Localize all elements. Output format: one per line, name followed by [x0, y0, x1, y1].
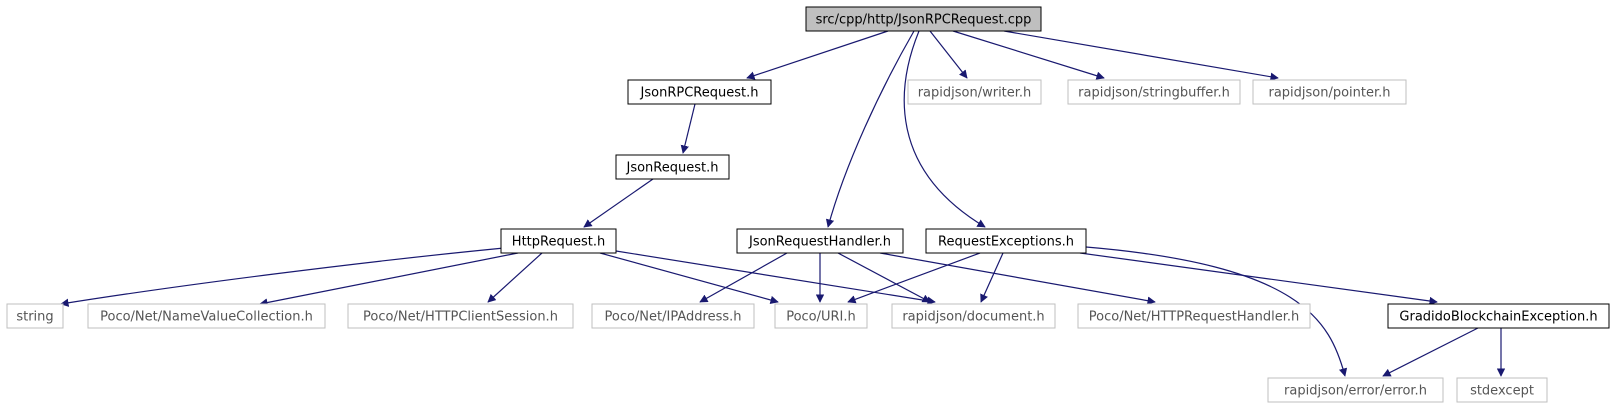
node-label: rapidjson/pointer.h	[1268, 86, 1390, 101]
edge-requestexceptions_h-to-uri_h	[847, 252, 981, 304]
node-label: HttpRequest.h	[512, 235, 605, 250]
node-document-h: rapidjson/document.h	[891, 303, 1056, 329]
node-label: rapidjson/stringbuffer.h	[1078, 86, 1230, 101]
node-pointer-h: rapidjson/pointer.h	[1252, 79, 1407, 105]
edge-root-to-requestexceptions_h	[903, 30, 986, 228]
node-jsonrequesthandler-h[interactable]: JsonRequestHandler.h	[736, 228, 904, 254]
node-box	[1267, 377, 1444, 403]
node-box	[591, 303, 755, 329]
edge-jsonrpcrequest_h-to-jsonrequest_h	[680, 103, 696, 154]
node-box	[87, 303, 326, 329]
node-box	[805, 6, 1042, 32]
edge-httprequest_h-to-document_h	[615, 250, 936, 305]
node-error-h: rapidjson/error/error.h	[1267, 377, 1444, 403]
edge-jsonrequesthandler_h-to-ipaddress_h	[699, 252, 788, 303]
node-label: Poco/Net/IPAddress.h	[605, 310, 742, 325]
edge-requestexceptions_h-to-document_h	[980, 252, 1004, 303]
node-box	[615, 154, 730, 180]
node-httpclientsession-h: Poco/Net/HTTPClientSession.h	[347, 303, 574, 329]
node-label: JsonRequestHandler.h	[748, 235, 891, 250]
node-ipaddress-h: Poco/Net/IPAddress.h	[591, 303, 755, 329]
node-gradidoblockchainexception-h[interactable]: GradidoBlockchainException.h	[1387, 303, 1610, 329]
node-writer-h: rapidjson/writer.h	[907, 79, 1042, 105]
node-jsonrequest-h[interactable]: JsonRequest.h	[615, 154, 730, 180]
node-box	[1252, 79, 1407, 105]
node-namevaluecollection-h: Poco/Net/NameValueCollection.h	[87, 303, 326, 329]
edge-root-to-writer_h	[929, 30, 968, 79]
node-httprequesthandler-h: Poco/Net/HTTPRequestHandler.h	[1077, 303, 1311, 329]
node-label: rapidjson/document.h	[902, 310, 1044, 325]
node-label: JsonRPCRequest.h	[640, 86, 759, 101]
edge-jsonrequesthandler_h-to-document_h	[837, 252, 931, 303]
node-box	[736, 228, 904, 254]
node-box	[1067, 79, 1241, 105]
node-box	[925, 228, 1087, 254]
node-httprequest-h[interactable]: HttpRequest.h	[500, 228, 617, 254]
edge-jsonrequesthandler_h-to-httprequesthandler_h	[879, 252, 1156, 305]
node-box	[500, 228, 617, 254]
node-uri-h: Poco/URI.h	[774, 303, 868, 329]
edge-httprequest_h-to-namevaluecollection_h	[259, 252, 519, 307]
node-label: GradidoBlockchainException.h	[1399, 310, 1597, 325]
edge-httprequest_h-to-uri_h	[599, 252, 779, 305]
node-jsonrpcrequest-h[interactable]: JsonRPCRequest.h	[627, 79, 772, 105]
node-box	[907, 79, 1042, 105]
edge-requestexceptions_h-to-error_h	[1085, 246, 1348, 377]
node-box	[347, 303, 574, 329]
node-label: src/cpp/http/JsonRPCRequest.cpp	[816, 13, 1032, 28]
node-label: Poco/URI.h	[786, 310, 856, 325]
edges-layer	[60, 30, 1506, 377]
node-label: Poco/Net/HTTPRequestHandler.h	[1089, 310, 1299, 325]
node-label: rapidjson/writer.h	[918, 86, 1032, 101]
node-box	[891, 303, 1056, 329]
edge-root-to-jsonrequesthandler_h	[825, 30, 915, 228]
edge-httprequest_h-to-string	[60, 247, 505, 307]
node-label: Poco/Net/NameValueCollection.h	[100, 310, 313, 325]
edge-requestexceptions_h-to-gradidoblockchainexception_h	[1079, 252, 1438, 306]
node-root[interactable]: src/cpp/http/JsonRPCRequest.cpp	[805, 6, 1042, 32]
node-string: string	[6, 303, 64, 329]
edge-root-to-jsonrpcrequest_h	[746, 30, 889, 80]
node-box	[1387, 303, 1610, 329]
edge-root-to-pointer_h	[1003, 30, 1279, 81]
edge-jsonrequest_h-to-httprequest_h	[583, 178, 654, 228]
node-stringbuffer-h: rapidjson/stringbuffer.h	[1067, 79, 1241, 105]
node-label: string	[16, 310, 53, 325]
node-label: stdexcept	[1470, 384, 1534, 399]
node-label: JsonRequest.h	[626, 161, 719, 176]
node-box	[1077, 303, 1311, 329]
node-box	[6, 303, 64, 329]
edge-gradidoblockchainexception_h-to-error_h	[1382, 327, 1479, 377]
edge-root-to-stringbuffer_h	[952, 30, 1105, 80]
node-label: rapidjson/error/error.h	[1284, 384, 1427, 399]
node-label: RequestExceptions.h	[938, 235, 1074, 250]
node-stdexcept: stdexcept	[1456, 377, 1548, 403]
node-label: Poco/Net/HTTPClientSession.h	[363, 310, 558, 325]
node-box	[1456, 377, 1548, 403]
node-box	[627, 79, 772, 105]
node-box	[774, 303, 868, 329]
node-requestexceptions-h[interactable]: RequestExceptions.h	[925, 228, 1087, 254]
edge-httprequest_h-to-httpclientsession_h	[487, 252, 543, 303]
nodes-layer: src/cpp/http/JsonRPCRequest.cppJsonRPCRe…	[6, 6, 1610, 403]
